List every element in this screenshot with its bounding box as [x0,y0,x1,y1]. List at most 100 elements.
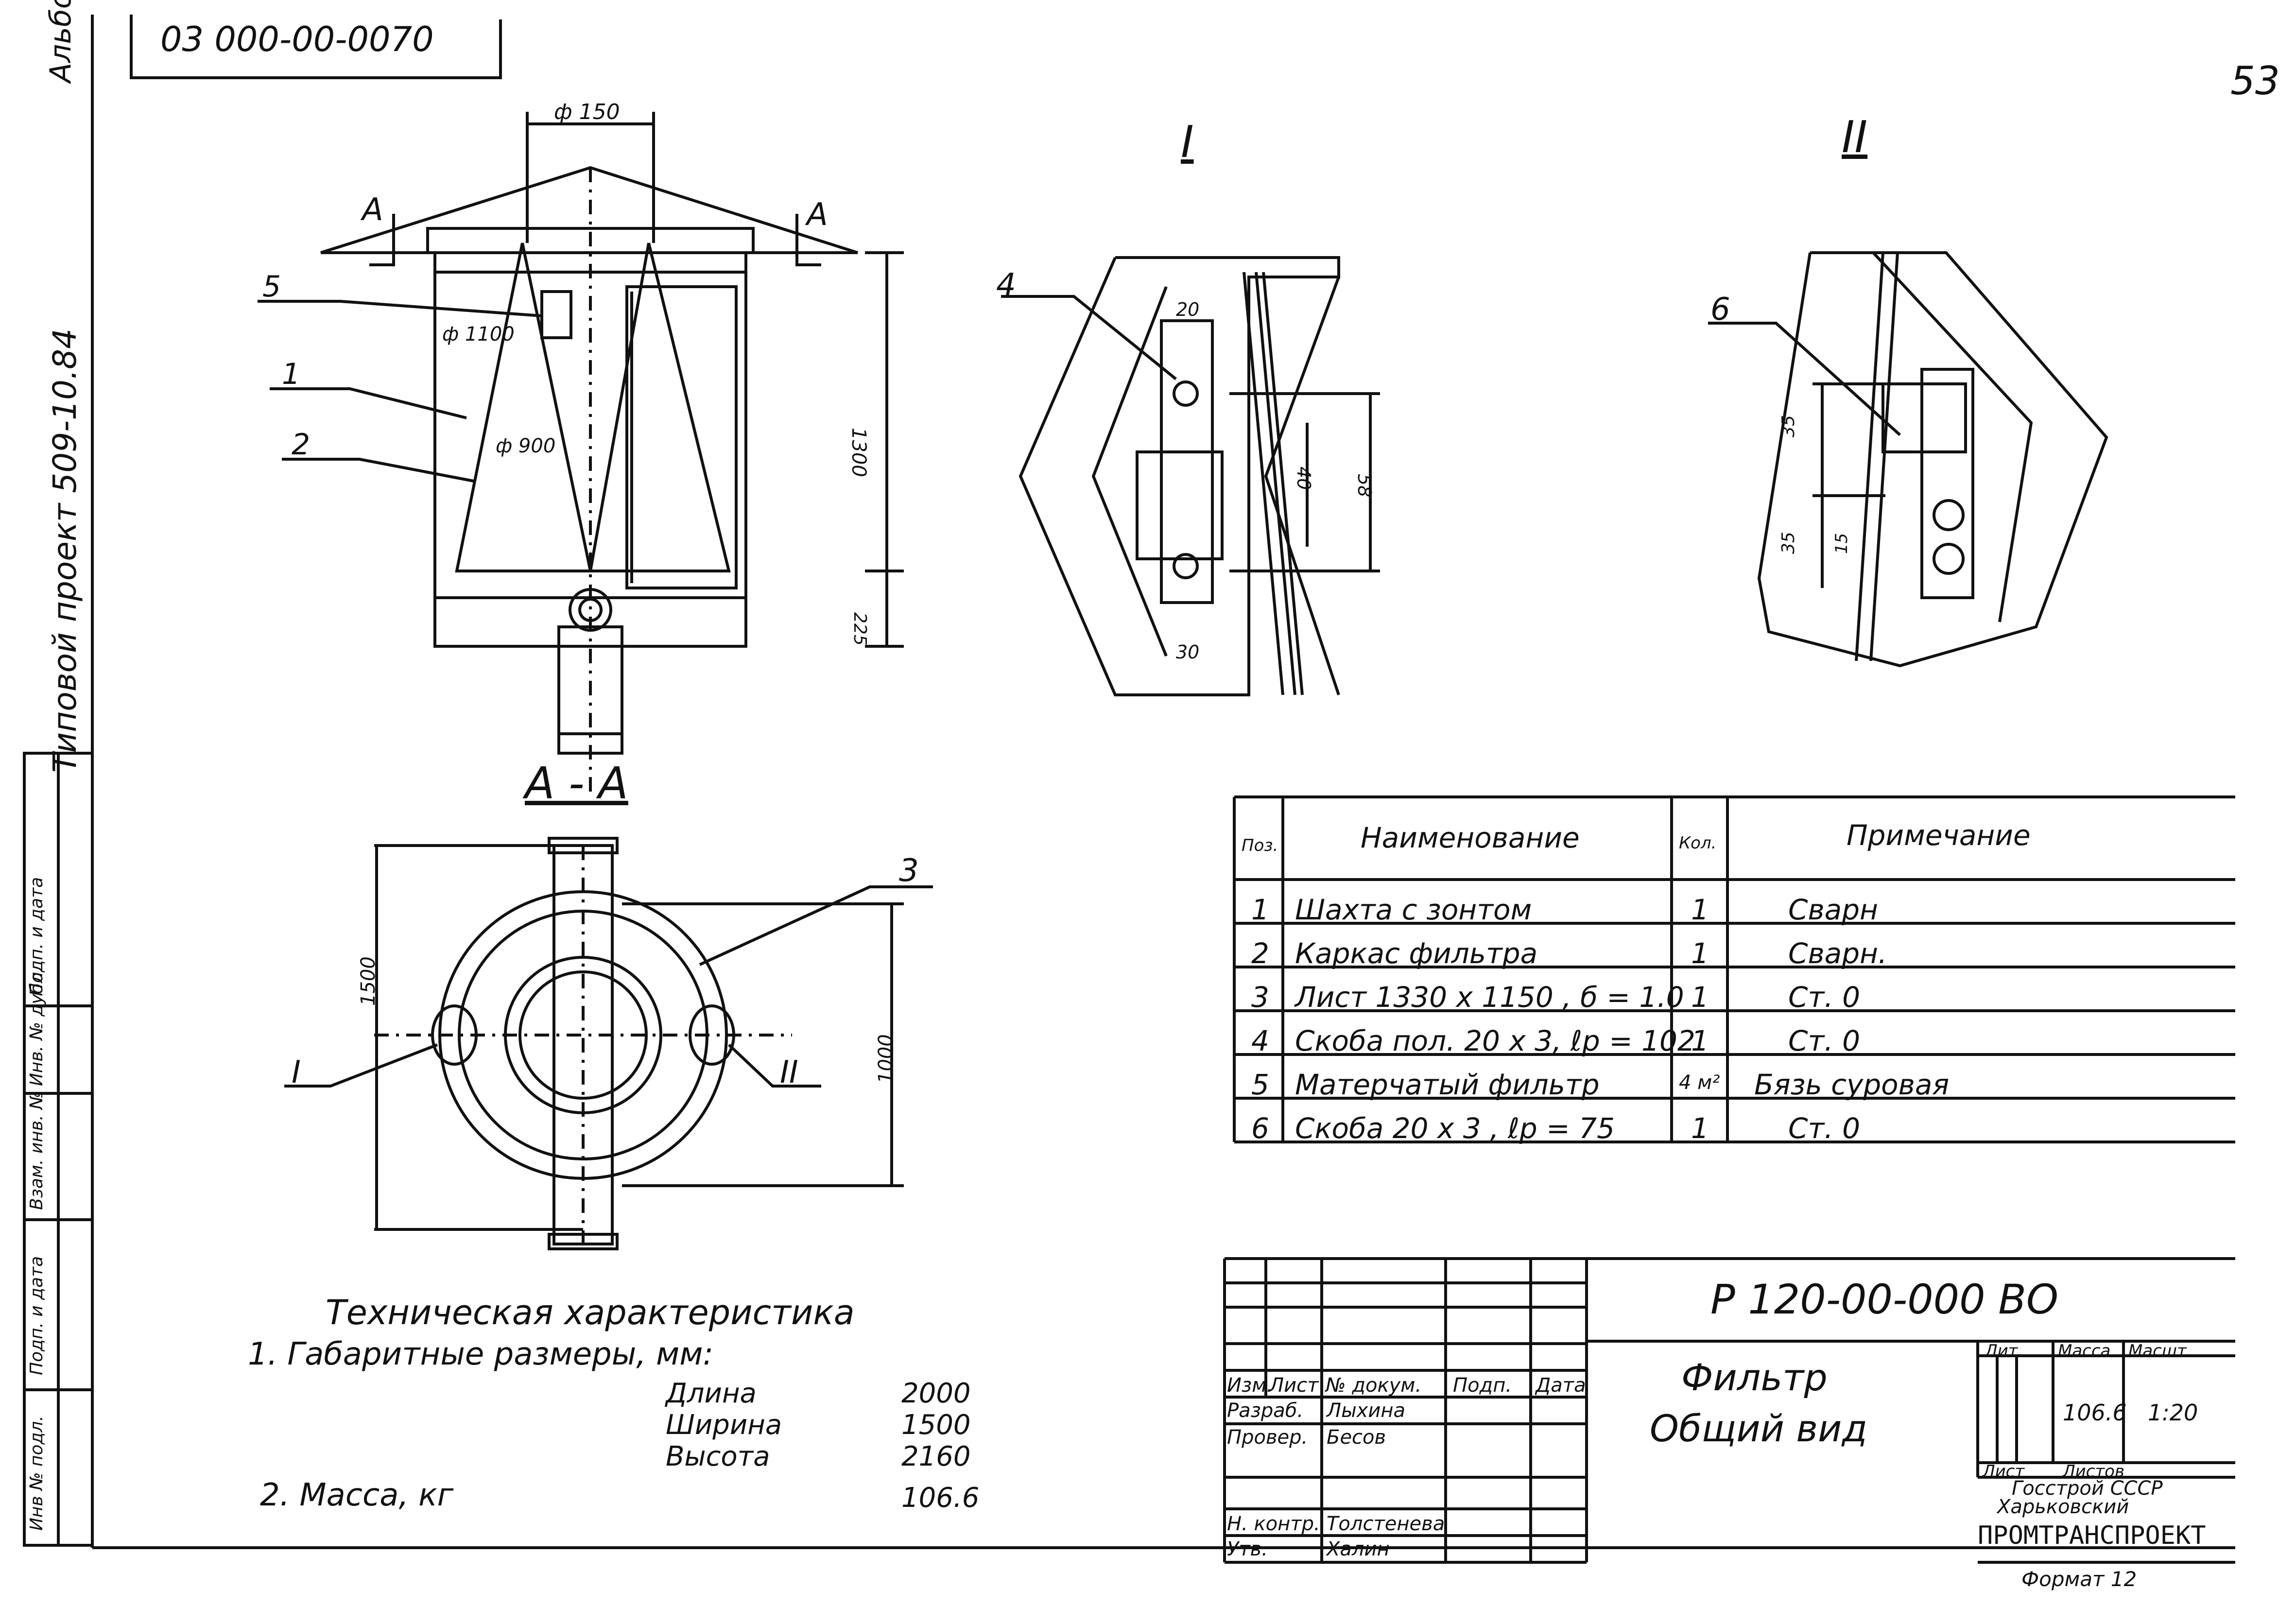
org-line-3: ПРОМТРАНСПРОЕКТ [1978,1521,2206,1550]
detail-2-title: II [1842,112,1868,163]
dim-dia-1100: ф 1100 [442,323,515,346]
spec-row-5-qty: 4 м² [1679,1071,1720,1094]
dim-height-225: 225 [850,612,870,646]
tb-mass-label: Масса [2058,1341,2111,1361]
dim-length-value: 2000 [901,1378,971,1409]
project-label: Типовой проект 509-10.84 [46,328,84,773]
section-aa-dim-1000: 1000 [875,1034,897,1084]
tb-role-developed: Разраб. [1227,1400,1304,1422]
characteristics-item-1: 1. Габаритные размеры, мм: [248,1336,714,1372]
tb-name-developed: Лыхина [1327,1400,1405,1422]
spec-row-1-pos: 1 [1251,893,1269,926]
spec-row-3-qty: 1 [1691,981,1709,1014]
spec-row-1-note: Сварн [1788,893,1878,926]
dim-height-label: Высота [666,1441,770,1472]
detail-1-dim-40: 40 [1293,467,1314,490]
detail-2-callout: 6 [1710,292,1730,328]
tb-name-checked: Бесов [1327,1426,1386,1449]
spec-row-4-qty: 1 [1691,1024,1709,1057]
tb-scale-label: Масшт. [2128,1341,2192,1361]
spec-row-6-note: Ст. 0 [1788,1112,1861,1145]
tb-mass-value: 106.6 [2063,1400,2127,1426]
top-document-code: 03 000-00-0070 [160,19,434,59]
section-aa-callout-3: 3 [899,853,919,889]
section-aa-dim-1500: 1500 [357,956,380,1006]
tb-header-izm: Изм. [1227,1374,1273,1397]
detail-2-dim-15: 15 [1832,533,1851,554]
page-number: 53 [2230,58,2280,104]
spec-row-5-pos: 5 [1251,1068,1269,1101]
spec-header-note: Примечание [1847,819,2031,852]
spec-header-pos: Поз. [1242,836,1278,855]
org-line-2: Харьковский [1997,1496,2129,1518]
tb-header-date: Дата [1536,1374,1586,1397]
callout-2: 2 [292,428,311,462]
section-mark-a-left: A [362,192,383,228]
dim-dia-150: ф 150 [554,100,620,124]
margin-stamp-podp-data: Подп. и дата [27,1256,47,1375]
tb-header-doc: № докум. [1326,1374,1422,1397]
spec-row-6-pos: 6 [1251,1112,1269,1145]
detail-2-dim-35-bottom: 35 [1778,532,1798,554]
section-mark-a-right: A [807,197,828,233]
detail-1-dim-30: 30 [1176,641,1200,663]
detail-2-dim-35-top: 35 [1778,415,1798,437]
detail-1-dim-58: 58 [1354,474,1375,498]
spec-row-6-name: Скоба 20 х 3 , ℓр = 75 [1295,1112,1615,1145]
dim-length-label: Длина [666,1378,757,1409]
characteristics-item-2: 2. Масса, кг [260,1477,454,1513]
tb-role-normcontrol: Н. контр. [1227,1513,1320,1535]
spec-row-5-note: Бязь суровая [1754,1068,1950,1101]
format-label: Формат 12 [2021,1567,2137,1591]
spec-row-5-name: Матерчатый фильтр [1295,1068,1600,1101]
tb-name-approved: Халин [1327,1538,1390,1560]
callout-1: 1 [282,357,301,391]
dim-dia-900: ф 900 [496,435,556,457]
spec-row-1-qty: 1 [1691,893,1709,926]
spec-row-2-note: Сварн. [1788,937,1887,970]
callout-5: 5 [262,270,281,304]
dim-width-value: 1500 [901,1409,971,1441]
detail-1-title: I [1181,117,1194,168]
dim-height-value: 2160 [901,1441,971,1472]
spec-row-6-qty: 1 [1691,1112,1709,1145]
detail-1-dim-20: 20 [1176,299,1200,320]
tb-name-normcontrol: Толстенева [1327,1513,1445,1535]
spec-row-4-name: Скоба пол. 20 х 3, ℓр = 102 [1295,1024,1695,1057]
tb-sheet-label: Лист [1983,1462,2025,1481]
spec-row-2-pos: 2 [1251,937,1269,970]
section-aa-callout-I: I [292,1054,301,1090]
mass-value: 106.6 [901,1482,980,1514]
detail-1-callout: 4 [996,267,1016,303]
spec-header-qty: Кол. [1679,833,1717,853]
margin-stamp-inv-podl: Инв № подл. [27,1416,47,1531]
doc-name-line-2: Общий вид [1650,1407,1867,1450]
org-line-1: Госстрой СССР [2012,1477,2163,1500]
tb-role-approved: Утв. [1227,1538,1268,1560]
tb-scale-value: 1:20 [2148,1400,2198,1426]
spec-row-4-note: Ст. 0 [1788,1024,1861,1057]
tb-header-sign: Подп. [1453,1374,1512,1397]
margin-stamp-podp-data-2: Подп. и дата [27,877,47,996]
doc-name-line-1: Фильтр [1681,1356,1828,1399]
spec-row-3-name: Лист 1330 х 1150 , б = 1.0 [1295,981,1684,1014]
tb-header-list: Лист [1269,1374,1319,1397]
spec-row-2-name: Каркас фильтра [1295,937,1538,970]
tb-role-checked: Провер. [1227,1426,1308,1449]
margin-stamp-vzam-inv: Взам. инв. № [27,1091,47,1210]
spec-row-2-qty: 1 [1691,937,1709,970]
section-aa-title: А - А [525,758,628,809]
spec-row-3-pos: 3 [1251,981,1269,1014]
section-aa-callout-II: II [780,1054,798,1090]
spec-header-name: Наименование [1361,821,1580,854]
spec-row-3-note: Ст. 0 [1788,981,1861,1014]
dim-height-1300: 1300 [847,428,870,477]
dim-width-label: Ширина [666,1409,782,1441]
spec-row-1-name: Шахта с зонтом [1295,893,1532,926]
characteristics-title: Техническая характеристика [326,1293,855,1332]
tb-lit-label: Лит. [1985,1341,2023,1361]
doc-code: Р 120-00-000 ВО [1710,1276,2058,1323]
album-label: Альбом I [44,0,78,83]
spec-row-4-pos: 4 [1251,1024,1269,1057]
